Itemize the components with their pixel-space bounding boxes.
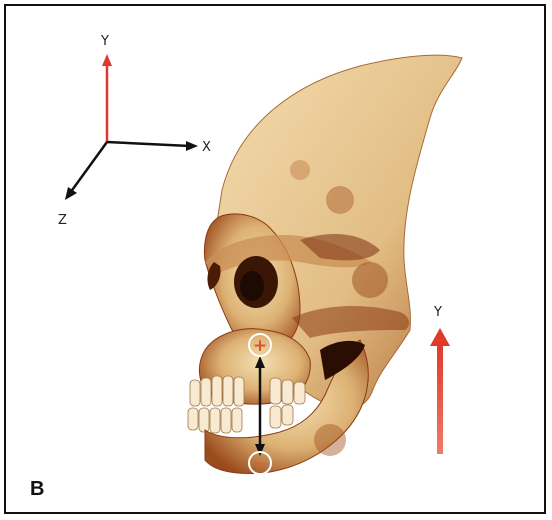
side-arrow-head [430,328,450,346]
y-axis-label: Y [100,34,109,49]
x-axis-arrowhead [186,141,198,151]
side-y-arrow: Y [430,305,450,454]
z-axis-label: Z [58,213,67,228]
x-axis-label: X [202,140,211,155]
plus-marker: + [253,336,267,356]
z-axis-line [70,142,107,193]
y-axis-arrowhead [102,54,112,66]
minus-marker: − [253,454,267,474]
panel-label: B [30,478,44,501]
side-arrow-label: Y [433,305,442,320]
x-axis-line [107,142,190,146]
axis-triad: Y X Z [58,34,211,228]
skull-rendering [188,55,462,473]
side-arrow-shaft [437,344,443,454]
z-axis-arrowhead [65,187,77,200]
